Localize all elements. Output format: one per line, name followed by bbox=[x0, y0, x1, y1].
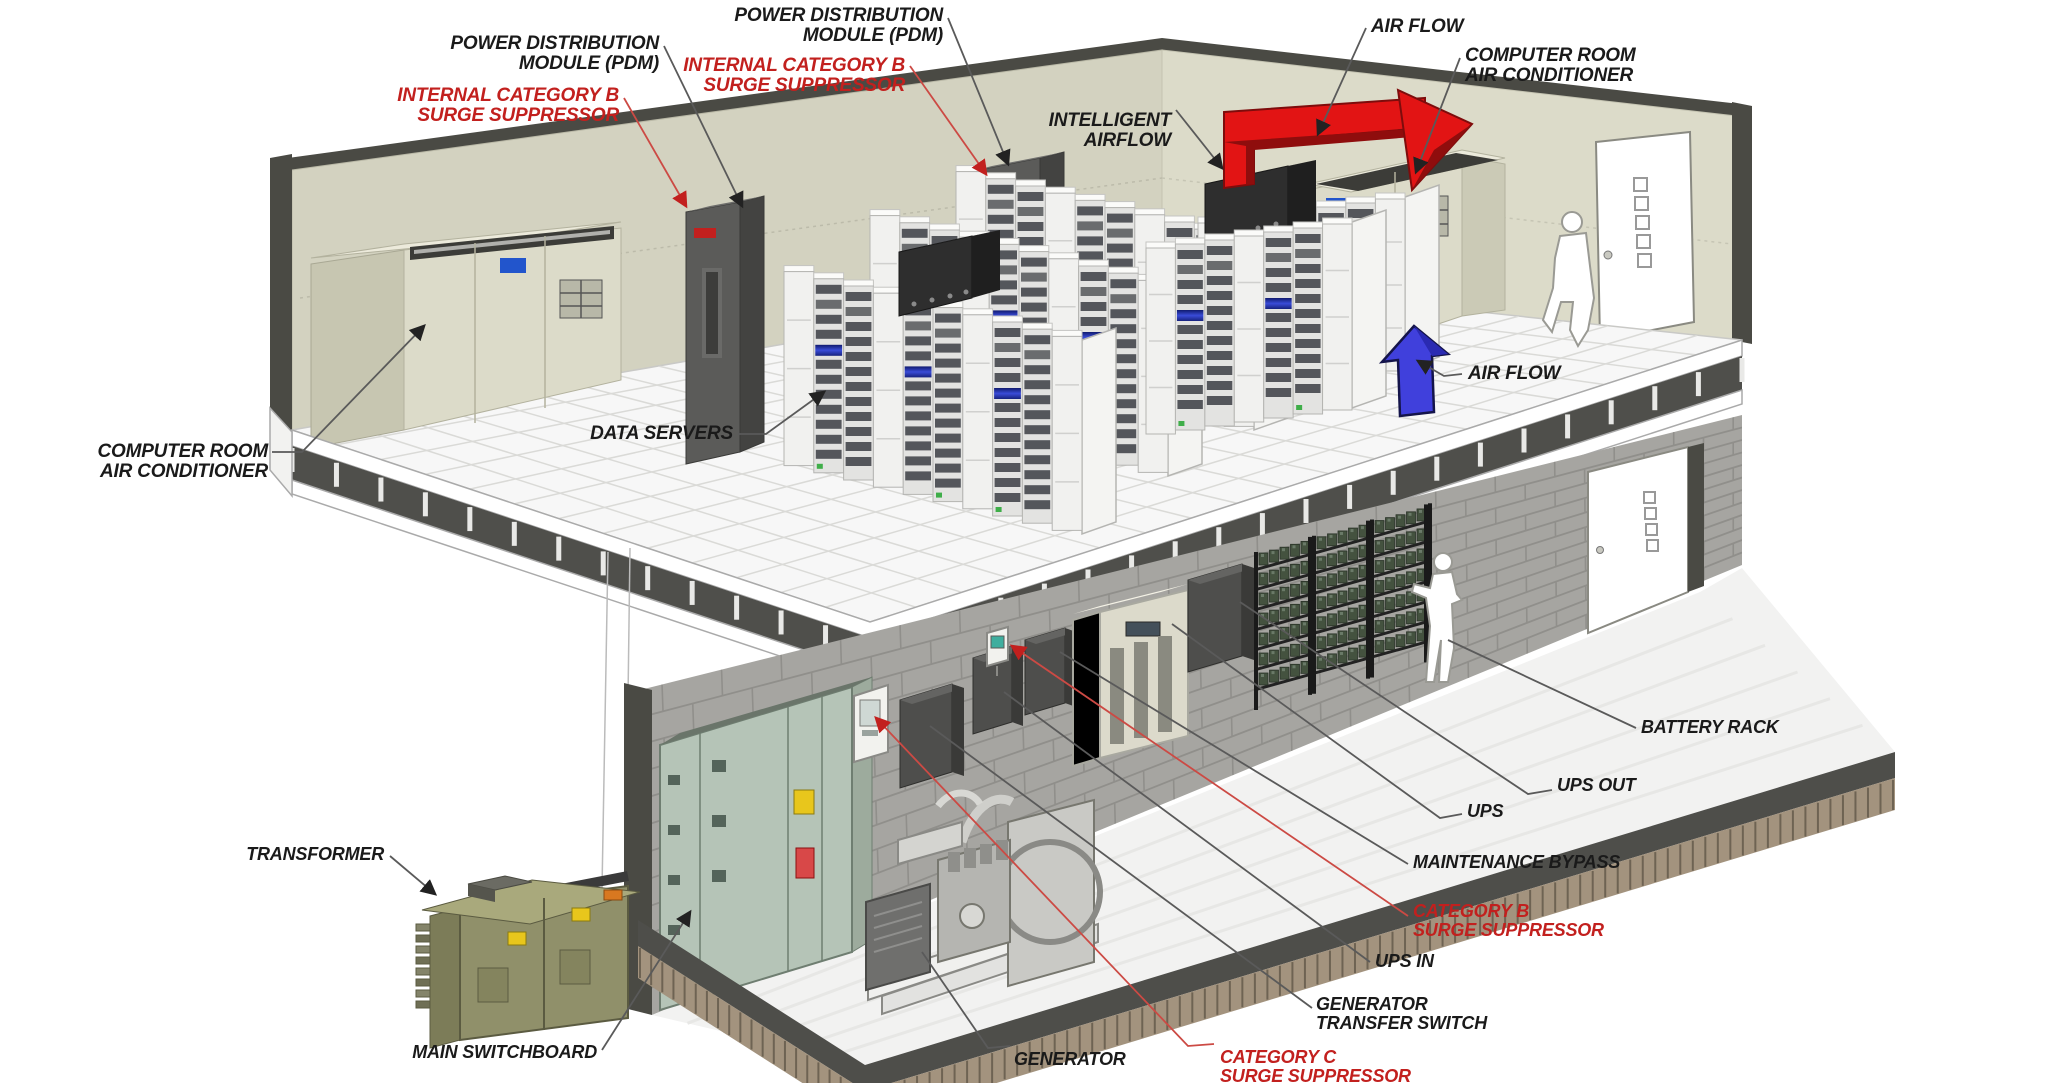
ups-output-cabinet bbox=[1187, 563, 1254, 673]
leader-internal-cat-b-2 bbox=[909, 65, 988, 177]
wall-top-band-left bbox=[288, 38, 1162, 172]
label-ups: UPS bbox=[1467, 801, 1504, 821]
leader-main-switchboard bbox=[601, 909, 692, 1051]
leader-pdm-1 bbox=[663, 45, 744, 209]
label-battery-rack: BATTERY RACK bbox=[1641, 717, 1779, 737]
label-main-switchboard: MAIN SWITCHBOARD bbox=[412, 1042, 597, 1062]
slab-dark-band bbox=[292, 356, 1742, 672]
lower-slab-front-edge bbox=[638, 752, 1895, 1083]
leader-transformer bbox=[389, 855, 438, 896]
main-switchboard bbox=[659, 676, 873, 1012]
label-generator: GENERATOR bbox=[1014, 1049, 1126, 1069]
duct-shadow-facet bbox=[1224, 128, 1425, 185]
leader-ups-out bbox=[1239, 601, 1553, 795]
generator-muffler bbox=[897, 820, 963, 866]
server-rack-row-4 bbox=[1145, 208, 1387, 435]
leader-category-c bbox=[874, 716, 1215, 1047]
crac-right-top-intake bbox=[1316, 153, 1498, 191]
label-transformer: TRANSFORMER bbox=[246, 844, 384, 864]
leader-ups-in bbox=[1003, 691, 1371, 963]
pdm-cabinet-1 bbox=[685, 195, 765, 465]
category-b-surge-suppressor-meter bbox=[986, 625, 1009, 676]
label-air-flow-top: AIR FLOW bbox=[1371, 16, 1464, 37]
label-maintenance-bypass: MAINTENANCE BYPASS bbox=[1413, 852, 1621, 872]
transformer-warning-2 bbox=[571, 907, 591, 922]
battery-rack bbox=[1254, 503, 1432, 710]
label-ups-in: UPS IN bbox=[1375, 951, 1434, 971]
slab-understructure-posts bbox=[289, 358, 1745, 664]
leader-battery-rack bbox=[1447, 639, 1637, 729]
generator-radiator bbox=[1007, 798, 1095, 988]
leader-internal-cat-b-1 bbox=[623, 97, 688, 209]
leader-crac-left bbox=[272, 324, 426, 453]
leader-crac-right bbox=[1413, 57, 1461, 175]
right-corner-trim bbox=[1732, 102, 1752, 344]
leader-category-b bbox=[1009, 644, 1409, 917]
leader-ups bbox=[1171, 623, 1463, 819]
leader-lines bbox=[272, 17, 1637, 1051]
transformer-warning-1 bbox=[507, 931, 527, 946]
ups-display bbox=[1125, 621, 1161, 637]
leader-maintenance-bypass bbox=[1059, 651, 1409, 865]
crac-left-logo bbox=[500, 258, 526, 273]
generator-control-box bbox=[865, 882, 931, 992]
crac-left bbox=[310, 221, 622, 449]
leader-generator bbox=[921, 951, 1011, 1049]
upper-exit-door bbox=[1594, 130, 1696, 342]
warning-sticker bbox=[793, 789, 815, 815]
server-rack-row-1 bbox=[783, 265, 1117, 536]
pdm1-red-label bbox=[694, 228, 716, 238]
label-air-flow-blue: AIR FLOW bbox=[1468, 363, 1561, 384]
technician-silhouette bbox=[1410, 552, 1464, 683]
leader-data-servers bbox=[738, 390, 827, 435]
lower-exit-door bbox=[1587, 443, 1704, 635]
leader-air-flow-blue bbox=[1415, 359, 1463, 377]
label-ups-out: UPS OUT bbox=[1557, 775, 1636, 795]
leader-pdm-2 bbox=[947, 17, 1011, 167]
walking-person-silhouette bbox=[1541, 211, 1596, 349]
category-c-surge-suppressor-meter bbox=[853, 683, 889, 764]
label-data-servers: DATA SERVERS bbox=[590, 423, 733, 444]
intelligent-airflow-unit-1 bbox=[898, 230, 1000, 317]
leader-generator-transfer-switch bbox=[929, 725, 1313, 1009]
generator-transfer-switch-cabinet bbox=[899, 683, 964, 789]
transformer-orange-label bbox=[603, 889, 623, 901]
leader-intelligent-airflow bbox=[1175, 109, 1224, 171]
generator bbox=[865, 789, 1103, 1016]
concrete-hatch-texture bbox=[639, 780, 1894, 1083]
wall-top-band-right bbox=[1162, 38, 1740, 118]
danger-sticker bbox=[795, 847, 815, 879]
transformer bbox=[415, 871, 641, 1049]
door-handle bbox=[1603, 250, 1613, 260]
airflow-up-arrow bbox=[1378, 324, 1452, 418]
leader-air-flow-top bbox=[1316, 27, 1367, 137]
left-corner-trim bbox=[270, 154, 292, 432]
